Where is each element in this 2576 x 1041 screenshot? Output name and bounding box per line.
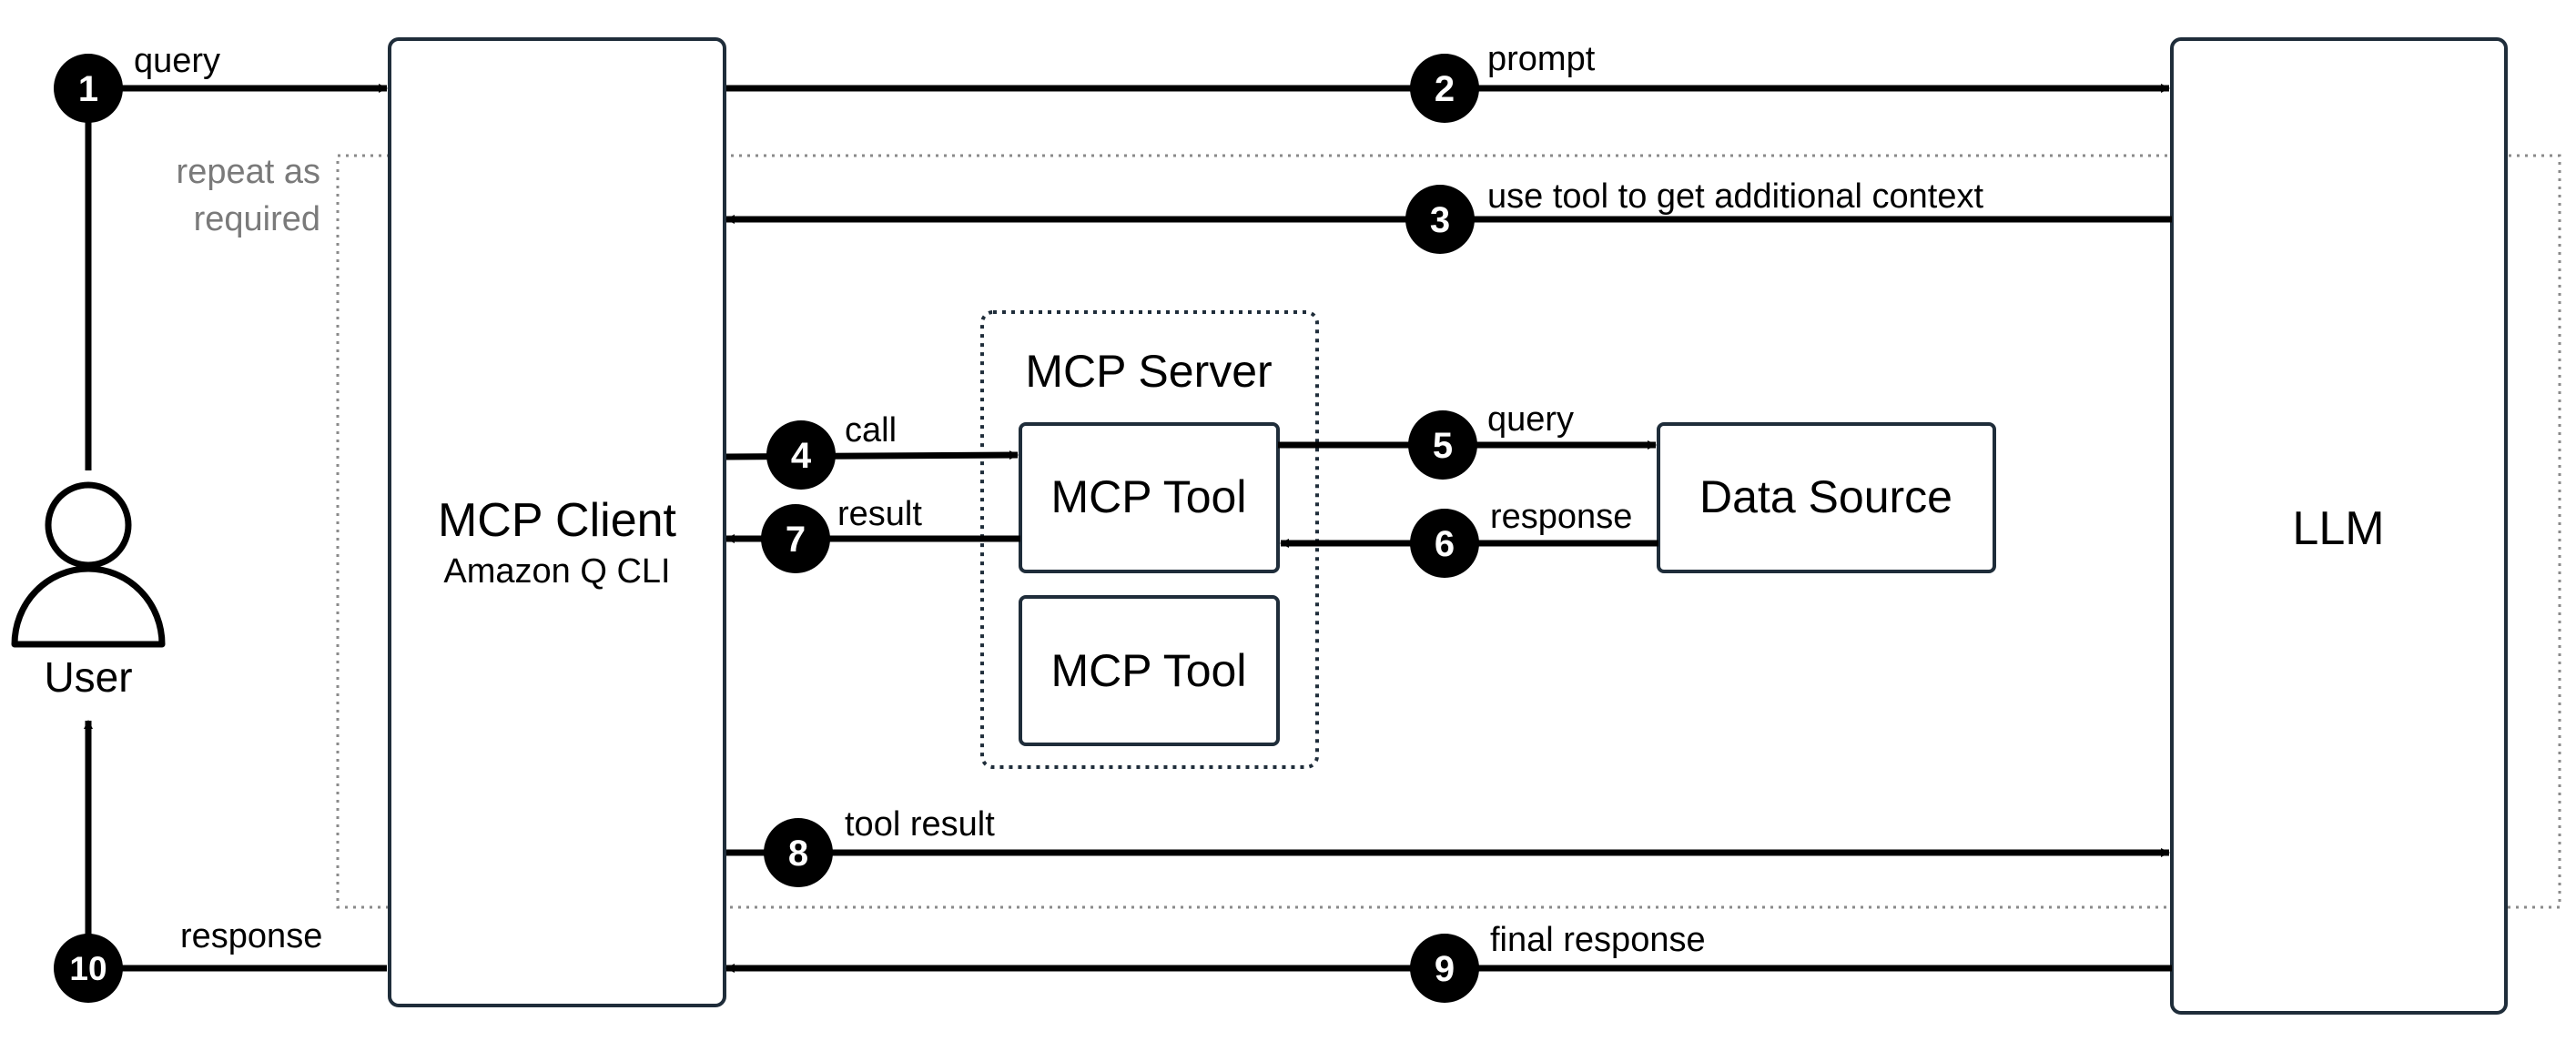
step-10-label: response <box>180 917 322 955</box>
user-label: User <box>44 653 132 701</box>
mcp-tool-box-2[interactable] <box>1019 595 1280 746</box>
step-2-label: prompt <box>1487 40 1596 78</box>
mcp-client-box[interactable] <box>388 37 726 1007</box>
step-6-label: response <box>1490 498 1632 536</box>
step-5-badge: 5 <box>1408 410 1477 480</box>
data-source-label: Data Source <box>1699 471 1952 522</box>
step-3-label: use tool to get additional context <box>1487 177 1983 216</box>
step-8-number: 8 <box>788 834 808 874</box>
step-6-number: 6 <box>1435 524 1455 564</box>
user-icon[interactable] <box>11 481 166 648</box>
step-4-badge: 4 <box>766 420 836 490</box>
step-5-number: 5 <box>1433 426 1453 466</box>
step-9-label: final response <box>1490 921 1706 959</box>
step-7-badge: 7 <box>761 504 830 573</box>
step-2-badge: 2 <box>1410 54 1479 123</box>
step-1-label: query <box>134 42 220 80</box>
step-3-number: 3 <box>1430 200 1450 240</box>
step-5-label: query <box>1487 400 1574 439</box>
step-4-label: call <box>845 411 897 450</box>
step-7-number: 7 <box>786 520 806 560</box>
mcp-tool-1-label: MCP Tool <box>1051 471 1247 522</box>
mcp-tool-2-label: MCP Tool <box>1051 645 1247 696</box>
step-1-badge: 1 <box>54 54 123 123</box>
step-10-number: 10 <box>69 950 106 987</box>
mcp-tool-box-1[interactable] <box>1019 422 1280 573</box>
llm-label: LLM <box>2292 502 2384 555</box>
step-8-badge: 8 <box>764 818 833 887</box>
step-1-number: 1 <box>78 69 98 109</box>
repeat-note-line-2: required <box>194 200 320 238</box>
step-8-label: tool result <box>845 805 995 844</box>
repeat-region <box>336 154 2561 909</box>
repeat-note-line-1: repeat as <box>177 153 320 191</box>
llm-box[interactable] <box>2170 37 2508 1015</box>
step-10-badge: 10 <box>54 934 123 1003</box>
step-6-badge: 6 <box>1410 509 1479 578</box>
mcp-server-title: MCP Server <box>1025 346 1272 397</box>
step-3-badge: 3 <box>1405 185 1475 254</box>
step-9-badge: 9 <box>1410 934 1479 1003</box>
step-2-number: 2 <box>1435 69 1455 109</box>
data-source-box[interactable] <box>1657 422 1996 573</box>
step-4-number: 4 <box>791 436 812 476</box>
mcp-client-subtitle: Amazon Q CLI <box>443 552 670 591</box>
mcp-client-title: MCP Client <box>438 494 677 547</box>
step-9-number: 9 <box>1435 949 1455 989</box>
step-7-label: result <box>837 495 922 533</box>
